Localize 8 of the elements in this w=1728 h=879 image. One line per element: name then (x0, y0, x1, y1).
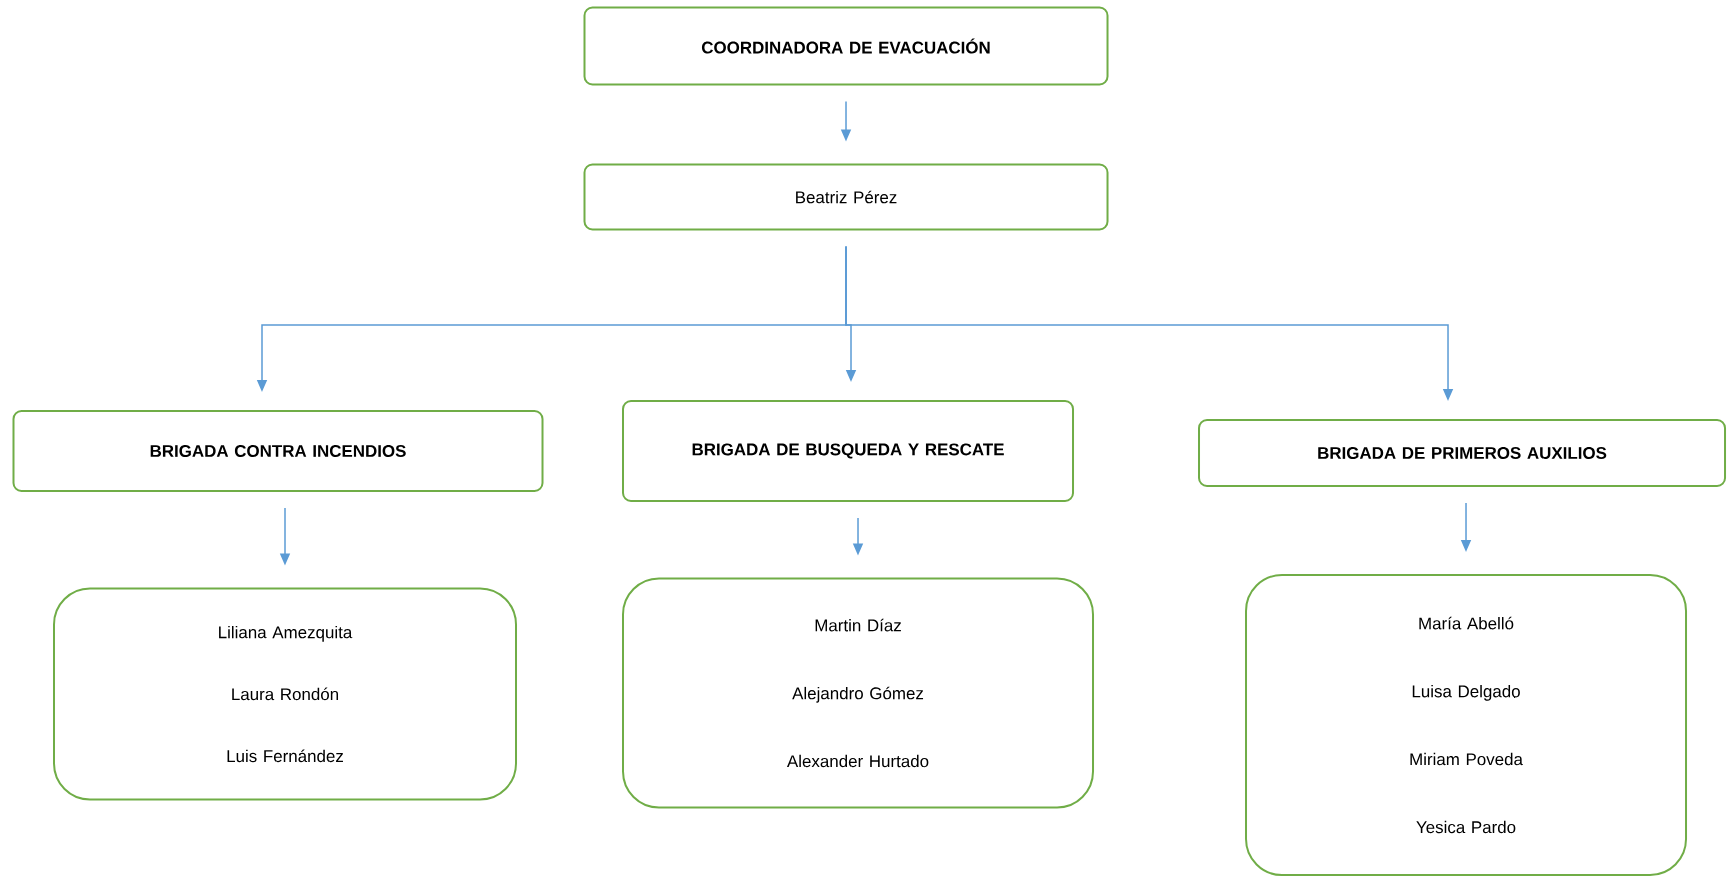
member-box: Martin Díaz Alejandro Gómez Alexander Hurtado (622, 577, 1094, 809)
member-box: Liliana Amezquita Laura Rondón Luis Fernández (53, 587, 517, 801)
brigade-box: BRIGADA CONTRA INCENDIOS (12, 410, 544, 492)
brigade-box: BRIGADA DE BUSQUEDA Y RESCATE (622, 400, 1074, 502)
title-box: COORDINADORA DE EVACUACIÓN (583, 6, 1109, 86)
member-box: María Abelló Luisa Delgado Miriam Poveda Yesica Pardo (1245, 574, 1687, 876)
brigade-box: BRIGADA DE PRIMEROS AUXILIOS (1198, 419, 1726, 487)
name-box: Beatriz Pérez (583, 163, 1109, 231)
